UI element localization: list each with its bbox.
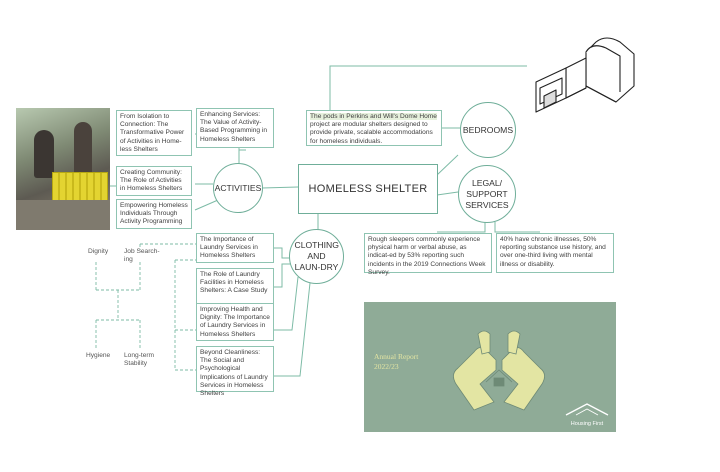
laundry-box-health-dignity: Improving Health and Dignity: The Import…: [196, 303, 274, 341]
annual-report-cover: Annual Report 2022/23 Housing First: [364, 302, 616, 432]
logo-roof-icon: [565, 403, 609, 416]
person-figure-2: [74, 122, 92, 178]
table-surface: [16, 200, 110, 230]
laundry-box-importance: The Importance of Laundry Services in Ho…: [196, 233, 274, 263]
activity-box-community: Creating Community: The Role of Activiti…: [116, 166, 192, 196]
bedrooms-text: project are modular shelters designed to…: [310, 121, 433, 145]
bedrooms-label: BEDROOMS: [462, 124, 514, 135]
laundry-box-beyond: Beyond Cleanliness: The Social and Psych…: [196, 346, 274, 397]
legal-support-node: LEGAL/ SUPPORT SERVICES: [458, 165, 516, 223]
hands-house-illustration: [453, 330, 545, 411]
clothing-label: CLOTHING AND LAUN-DRY: [294, 240, 339, 272]
dome-pod-illustration: [535, 37, 635, 113]
need-dignity: Dignity: [88, 248, 109, 255]
legal-box-health: 40% have chronic illnesses, 50% reportin…: [496, 233, 614, 273]
activity-box-enhancing: Enhancing Services: The Value of Activit…: [196, 108, 274, 148]
need-hygiene: Hygiene: [86, 352, 111, 359]
housing-first-logo: Housing First: [564, 402, 610, 427]
homeless-shelter-center: HOMELESS SHELTER: [298, 164, 438, 214]
logo-text: Housing First: [570, 421, 604, 427]
activities-photo: [16, 108, 110, 230]
legal-label: LEGAL/ SUPPORT SERVICES: [465, 177, 509, 210]
activity-box-isolation: From Isolation to Connection: The Transf…: [116, 110, 192, 156]
bedrooms-node: BEDROOMS: [460, 102, 516, 158]
legal-box-abuse: Rough sleepers commonly experience physi…: [364, 233, 492, 276]
activities-label: ACTIVITIES: [214, 182, 262, 193]
need-long-term-stability: Long-term Stability: [124, 352, 155, 368]
bedrooms-description: The pods in Perkins and Will's Dome Home…: [306, 110, 442, 146]
annual-report-title: Annual Report: [374, 352, 419, 361]
need-job-searching: Job Search-ing: [124, 248, 160, 264]
person-figure-1: [34, 130, 54, 178]
center-label: HOMELESS SHELTER: [308, 183, 428, 195]
annual-report-year: 2022/23: [374, 362, 399, 371]
bedrooms-highlight: The pods in Perkins and Will's Dome Home: [310, 113, 437, 120]
clothing-laundry-node: CLOTHING AND LAUN-DRY: [289, 229, 344, 284]
activities-node: ACTIVITIES: [213, 163, 263, 213]
activity-box-empowering: Empowering Homeless Individuals Through …: [116, 199, 192, 229]
laundry-box-case-study: The Role of Laundry Facilities in Homele…: [196, 268, 274, 306]
